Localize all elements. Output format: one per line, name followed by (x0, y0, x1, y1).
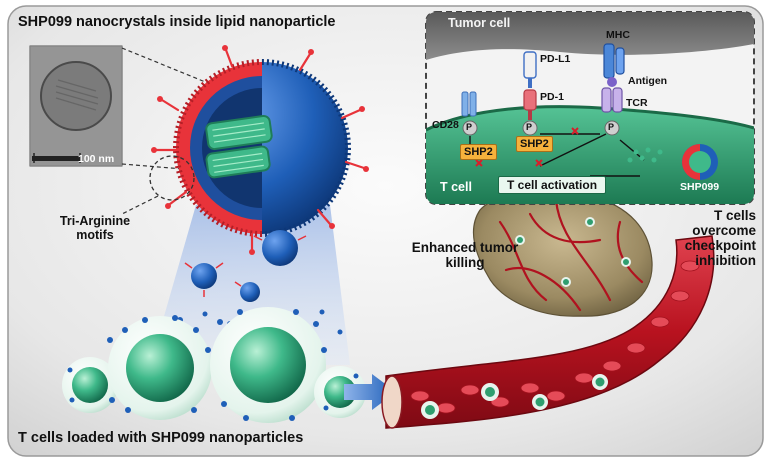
pd-1-label: PD-1 (540, 91, 564, 103)
pd-l1-receptor (523, 51, 537, 88)
shp2-center-box: SHP2 (516, 136, 553, 152)
shp2-left-box: SHP2 (460, 144, 497, 160)
nanoparticle-in-tcell (682, 144, 718, 180)
mhc-receptor (603, 43, 625, 87)
tem-micrograph (29, 45, 123, 167)
motif-highlight (149, 155, 195, 201)
pd-1-receptor (523, 89, 537, 120)
pd-l1-label: PD-L1 (540, 53, 571, 65)
lipid-nanoparticle (151, 45, 369, 255)
phospho-label: P (526, 122, 533, 132)
cd28-label: CD28 (432, 119, 459, 131)
bottom-caption: T cells loaded with SHP099 nanoparticles (18, 430, 304, 446)
mhc-label: MHC (606, 29, 630, 41)
figure-title: SHP099 nanocrystals inside lipid nanopar… (18, 14, 336, 30)
antigen-label: Antigen (628, 75, 668, 87)
shp099-label: SHP099 (680, 181, 720, 193)
t-cell-activation-box: T cell activation (498, 176, 607, 194)
overcome-inhibition-label: T cells overcome checkpoint inhibition (684, 208, 756, 269)
loaded-t-cells (62, 307, 366, 423)
phospho-label: P (466, 122, 473, 132)
cd28-receptor (461, 91, 477, 117)
tumor-cell-label: Tumor cell (448, 16, 511, 30)
phospho-label: P (608, 122, 615, 132)
tcr-receptor (601, 87, 623, 113)
connector-line (121, 47, 221, 89)
inhibition-marks (475, 127, 579, 167)
t-cell-label: T cell (440, 180, 472, 194)
scale-bar-label: 100 nm (78, 153, 115, 165)
connector-line (121, 163, 221, 173)
tri-arginine-label: Tri-Arginine motifs (59, 214, 131, 242)
blood-vessel (381, 235, 715, 429)
enhanced-killing-label: Enhanced tumor killing (411, 240, 519, 271)
tcr-label: TCR (626, 97, 648, 109)
